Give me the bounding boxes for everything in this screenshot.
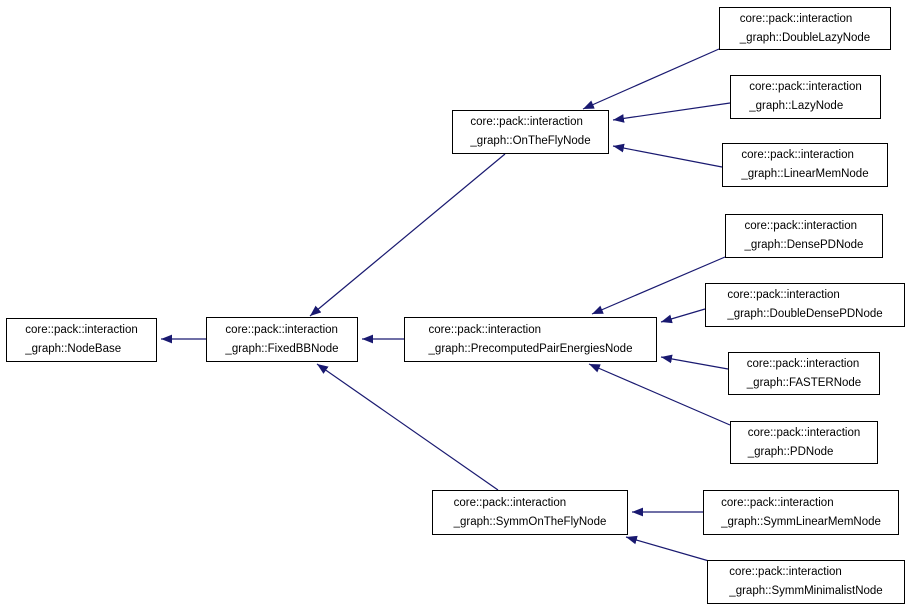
class-node-label-line: _graph::SymmOnTheFlyNode — [453, 515, 607, 528]
inheritance-edge-on-the-fly-node-to-fixed-bb-node — [309, 153, 506, 317]
class-node-label: core::pack::interaction_graph::DoubleDen… — [727, 286, 882, 324]
class-node-label-line: _graph::SymmLinearMemNode — [721, 515, 881, 528]
inheritance-edge-dense-pd-node-to-precomputed-pair-energies-node — [591, 256, 726, 315]
class-node-symm-on-the-fly-node[interactable]: core::pack::interaction_graph::SymmOnThe… — [432, 490, 628, 535]
class-node-symm-linear-mem-node[interactable]: core::pack::interaction_graph::SymmLinea… — [703, 490, 899, 535]
class-node-label: core::pack::interaction_graph::FixedBBNo… — [225, 321, 338, 359]
inheritance-edge-symm-minimalist-node-to-symm-on-the-fly-node — [625, 535, 710, 562]
class-node-on-the-fly-node[interactable]: core::pack::interaction_graph::OnTheFlyN… — [452, 110, 609, 154]
class-node-label: core::pack::interaction_graph::SymmLinea… — [721, 494, 881, 532]
class-node-label-line: _graph::LinearMemNode — [741, 168, 869, 180]
class-node-label-line: core::pack::interaction — [741, 149, 854, 161]
class-node-double-lazy-node[interactable]: core::pack::interaction_graph::DoubleLaz… — [719, 7, 891, 50]
class-node-label-line: core::pack::interaction — [453, 496, 567, 509]
class-node-label-line: core::pack::interaction — [470, 116, 583, 128]
class-node-fixed-bb-node[interactable]: core::pack::interaction_graph::FixedBBNo… — [206, 317, 358, 362]
class-node-label-line: _graph::DensePDNode — [744, 239, 864, 251]
class-node-node-base[interactable]: core::pack::interaction_graph::NodeBase — [6, 318, 157, 362]
class-node-label-line: core::pack::interaction — [749, 81, 862, 93]
class-node-label-line: core::pack::interaction — [428, 323, 542, 336]
class-node-faster-node[interactable]: core::pack::interaction_graph::FASTERNod… — [728, 352, 880, 395]
class-node-dense-pd-node[interactable]: core::pack::interaction_graph::DensePDNo… — [725, 214, 883, 258]
class-node-label-line: core::pack::interaction — [747, 426, 861, 439]
class-node-label-line: core::pack::interaction — [727, 289, 840, 301]
class-node-label-line: _graph::DoubleDensePDNode — [727, 308, 883, 320]
class-node-symm-minimalist-node[interactable]: core::pack::interaction_graph::SymmMinim… — [707, 560, 905, 604]
class-node-precomputed-pair-energies-node[interactable]: core::pack::interaction_graph::Precomput… — [404, 317, 657, 362]
inheritance-edge-symm-on-the-fly-node-to-fixed-bb-node — [316, 363, 499, 491]
class-node-label-line: core::pack::interaction — [721, 496, 834, 509]
class-node-label-line: core::pack::interaction — [225, 323, 338, 336]
inheritance-edge-pd-node-to-precomputed-pair-energies-node — [588, 363, 731, 426]
class-node-label: core::pack::interaction_graph::LinearMem… — [741, 146, 868, 184]
class-node-label: core::pack::interaction_graph::OnTheFlyN… — [470, 113, 590, 151]
class-node-label: core::pack::interaction_graph::NodeBase — [25, 321, 138, 359]
class-node-lazy-node[interactable]: core::pack::interaction_graph::LazyNode — [730, 75, 881, 119]
class-node-linear-mem-node[interactable]: core::pack::interaction_graph::LinearMem… — [722, 143, 888, 187]
class-node-label-line: core::pack::interaction — [739, 12, 853, 25]
class-node-label-line: core::pack::interaction — [744, 220, 858, 232]
class-node-label-line: _graph::NodeBase — [25, 343, 122, 355]
class-node-label: core::pack::interaction_graph::SymmMinim… — [729, 563, 882, 601]
class-node-label-line: _graph::FixedBBNode — [225, 342, 339, 355]
class-node-label-line: _graph::PDNode — [747, 445, 834, 458]
class-node-label-line: core::pack::interaction — [729, 566, 842, 578]
inheritance-edge-faster-node-to-precomputed-pair-energies-node — [660, 354, 729, 370]
class-node-label: core::pack::interaction_graph::Precomput… — [429, 321, 633, 359]
class-node-label-line: _graph::FASTERNode — [746, 376, 862, 389]
class-node-double-dense-pd-node[interactable]: core::pack::interaction_graph::DoubleDen… — [705, 283, 905, 327]
class-node-label-line: _graph::SymmMinimalistNode — [729, 585, 883, 597]
class-node-label-line: core::pack::interaction — [746, 357, 860, 370]
class-node-label: core::pack::interaction_graph::PDNode — [748, 424, 861, 462]
class-node-label-line: _graph::LazyNode — [749, 100, 844, 112]
class-node-label: core::pack::interaction_graph::SymmOnThe… — [454, 494, 607, 532]
inheritance-edge-double-lazy-node-to-on-the-fly-node — [582, 48, 720, 110]
inheritance-edge-double-dense-pd-node-to-precomputed-pair-energies-node — [660, 308, 706, 324]
class-node-label: core::pack::interaction_graph::DensePDNo… — [745, 217, 864, 255]
class-node-label-line: core::pack::interaction — [25, 324, 138, 336]
class-node-label: core::pack::interaction_graph::LazyNode — [749, 78, 862, 116]
class-node-label: core::pack::interaction_graph::DoubleLaz… — [740, 10, 870, 48]
class-node-label-line: _graph::DoubleLazyNode — [739, 31, 871, 44]
class-node-pd-node[interactable]: core::pack::interaction_graph::PDNode — [730, 421, 878, 464]
inheritance-edge-lazy-node-to-on-the-fly-node — [612, 102, 731, 123]
class-node-label-line: _graph::OnTheFlyNode — [470, 135, 591, 147]
inheritance-edge-linear-mem-node-to-on-the-fly-node — [612, 143, 723, 168]
class-node-label-line: _graph::PrecomputedPairEnergiesNode — [428, 342, 633, 355]
class-node-label: core::pack::interaction_graph::FASTERNod… — [747, 355, 861, 393]
